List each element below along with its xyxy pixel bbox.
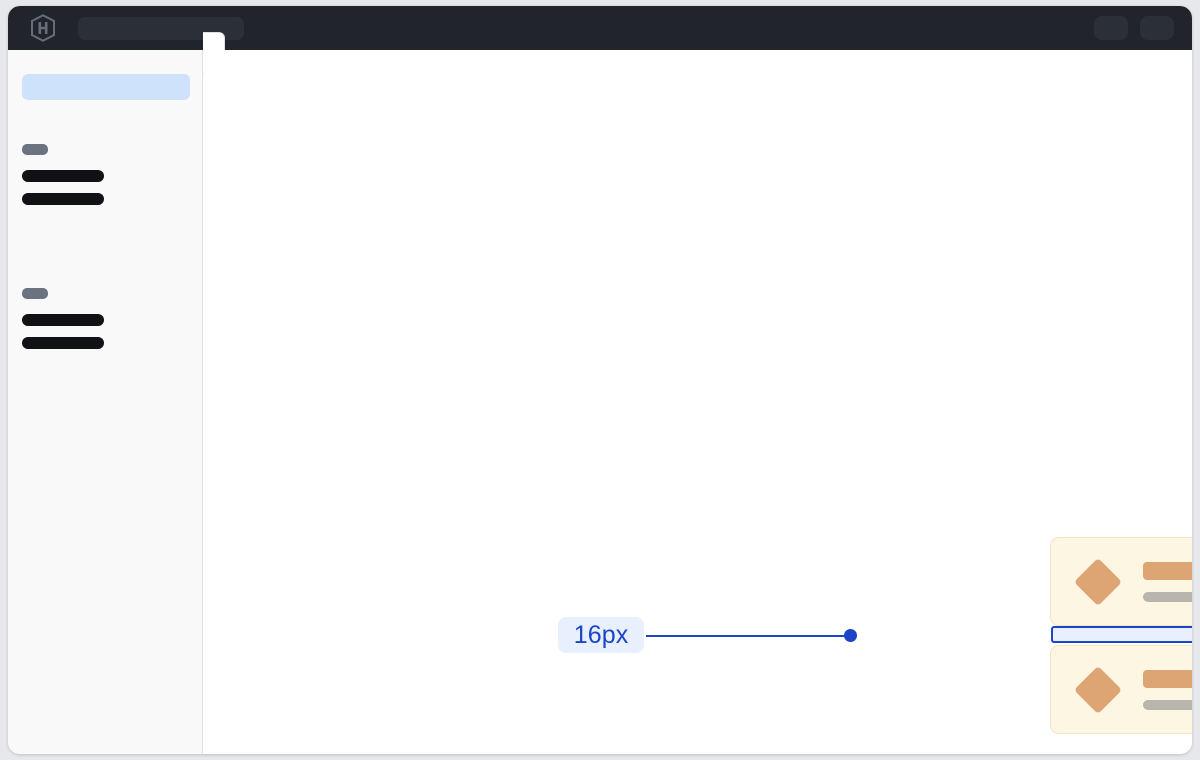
- sidebar-group-1: [22, 144, 190, 205]
- hashicorp-hexagon-logo: [31, 14, 55, 42]
- card-text-block: [1143, 561, 1192, 602]
- sidebar-item-group1-row1[interactable]: [22, 170, 104, 182]
- card-title: [1143, 669, 1192, 688]
- topbar-action-1-button[interactable]: [1094, 16, 1128, 40]
- content-card[interactable]: [1050, 537, 1192, 626]
- sidebar-item-group2-row1[interactable]: [22, 314, 104, 326]
- search-input[interactable]: [78, 16, 244, 40]
- card-subtitle: [1143, 591, 1192, 602]
- top-bar-actions: [1094, 16, 1174, 40]
- sidebar-item-group2-row2[interactable]: [22, 337, 104, 349]
- main-canvas: 16px: [204, 50, 1192, 754]
- sidebar-group-2-label: [22, 288, 48, 299]
- app-window: 16px: [8, 6, 1192, 754]
- measurement-leader-line: [646, 634, 850, 637]
- top-bar: [8, 6, 1192, 50]
- diamond-icon: [1073, 665, 1123, 714]
- card-text-block: [1143, 669, 1192, 710]
- measurement-value-badge: 16px: [558, 617, 644, 653]
- card-title: [1143, 561, 1192, 580]
- diamond-icon: [1073, 557, 1123, 606]
- sidebar: [8, 50, 203, 754]
- topbar-action-2-button[interactable]: [1140, 16, 1174, 40]
- measurement-endpoint-dot: [844, 629, 857, 642]
- sidebar-item-group1-row2[interactable]: [22, 193, 104, 205]
- sidebar-group-2: [22, 288, 190, 349]
- card-subtitle: [1143, 699, 1192, 710]
- sidebar-item-active[interactable]: [22, 74, 190, 100]
- spacing-gap-highlight: [1051, 626, 1192, 643]
- content-card[interactable]: [1050, 645, 1192, 734]
- sidebar-group-1-label: [22, 144, 48, 155]
